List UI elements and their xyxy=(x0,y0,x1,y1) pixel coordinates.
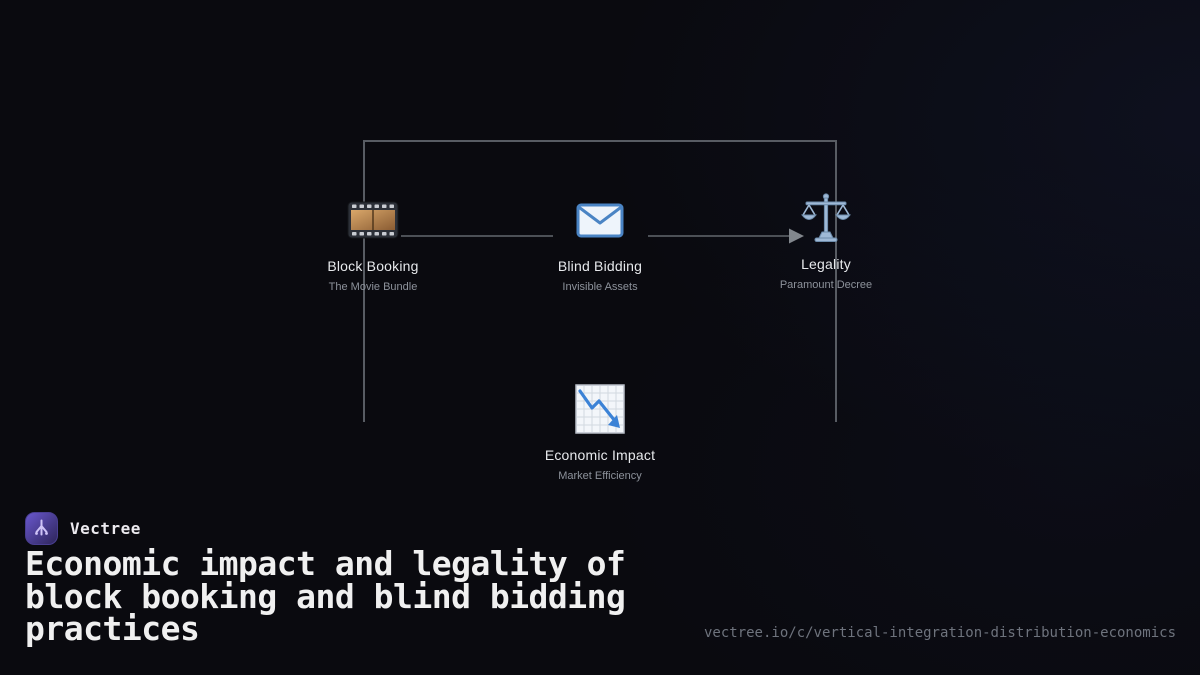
vectree-logo-icon xyxy=(25,512,58,545)
balance-scale-icon xyxy=(800,192,852,244)
brand-row: Vectree xyxy=(25,512,141,545)
node-label: Block Booking xyxy=(327,258,419,274)
node-legality[interactable]: Legality Paramount Decree xyxy=(741,192,911,291)
node-sublabel: Invisible Assets xyxy=(562,281,638,293)
film-strip-icon xyxy=(347,194,399,246)
node-label: Blind Bidding xyxy=(557,258,643,274)
node-blind-bidding[interactable]: Blind Bidding Invisible Assets xyxy=(515,194,685,293)
node-sublabel: Paramount Decree xyxy=(779,279,873,291)
node-economic-impact[interactable]: Economic Impact Market Efficiency xyxy=(515,383,685,482)
envelope-icon xyxy=(576,194,624,246)
node-block-booking[interactable]: Block Booking The Movie Bundle xyxy=(288,194,458,293)
node-sublabel: The Movie Bundle xyxy=(328,281,418,293)
node-label: Economic Impact xyxy=(544,447,656,463)
brand-name: Vectree xyxy=(70,519,141,538)
node-label: Legality xyxy=(801,256,851,272)
chart-decreasing-icon xyxy=(575,383,625,435)
page-url[interactable]: vectree.io/c/vertical-integration-distri… xyxy=(703,625,1176,641)
page-title: Economic impact and legality of block bo… xyxy=(25,544,626,648)
node-sublabel: Market Efficiency xyxy=(558,470,642,482)
